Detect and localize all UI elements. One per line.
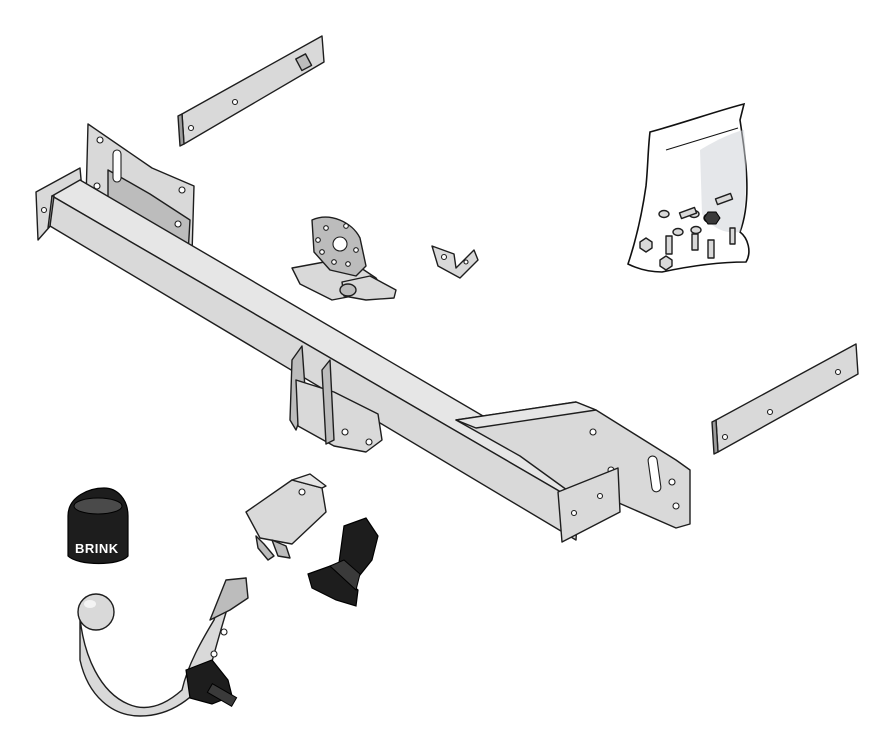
mounting-strip-top	[177, 35, 325, 147]
mounting-strip-right	[711, 343, 859, 455]
tow-ball-neck	[77, 577, 249, 717]
receiver-block	[245, 473, 327, 561]
angle-bracket	[431, 245, 479, 279]
fastener-bag	[627, 102, 750, 273]
towbar-crossbar	[35, 123, 691, 543]
bolts-and-nuts	[639, 192, 736, 271]
socket-plate-bracket	[291, 216, 397, 301]
tow-ball-cap: BRINK	[67, 487, 129, 565]
cap-brand-label: BRINK	[75, 541, 119, 556]
socket-holder	[307, 517, 379, 607]
lock-knob	[185, 659, 238, 708]
